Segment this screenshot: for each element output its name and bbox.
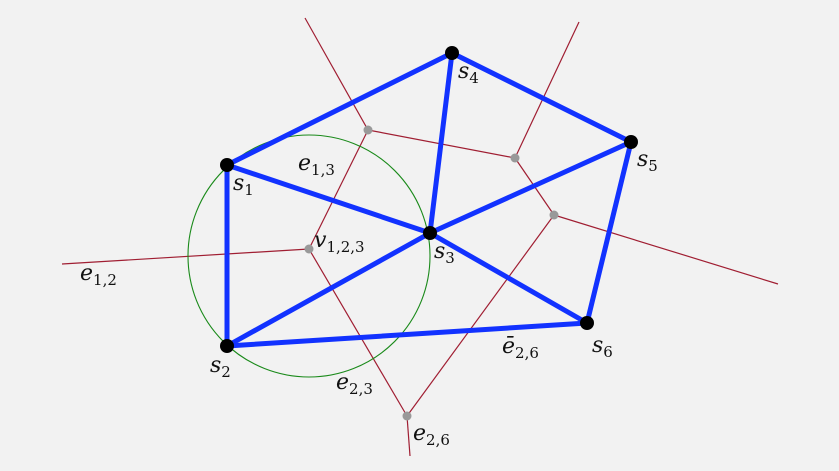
site-s4 bbox=[445, 46, 459, 60]
circumcircle bbox=[187, 134, 431, 378]
vertex-label-v123: v1,2,3 bbox=[314, 228, 365, 256]
voronoi-edge-e36 bbox=[406, 214, 555, 417]
edge-label-e13: e1,3 bbox=[298, 151, 335, 179]
voronoi-vertex-v236 bbox=[402, 411, 412, 421]
delaunay-edge-s3-s4 bbox=[427, 50, 455, 236]
circumcircle-group bbox=[187, 134, 431, 378]
delaunay-edge-s1-s4 bbox=[224, 50, 455, 168]
delaunay-edge-s3-s6 bbox=[427, 230, 590, 326]
site-s1 bbox=[220, 158, 234, 172]
voronoi-vertex-v356 bbox=[549, 210, 559, 220]
voronoi-edge-e26 bbox=[406, 415, 411, 457]
site-label-s4: s4 bbox=[458, 59, 479, 87]
delaunay-edge-s5-s6 bbox=[584, 139, 634, 326]
voronoi-edge-e45 bbox=[514, 21, 580, 159]
edge-label-e23: e2,3 bbox=[336, 370, 373, 398]
site-label-s5: s5 bbox=[637, 147, 658, 175]
voronoi-edge-e13 bbox=[308, 129, 369, 250]
delaunay-edge-s4-s5 bbox=[449, 50, 634, 145]
delaunay-edge-s2-s6 bbox=[224, 320, 590, 349]
voronoi-vertex-v134 bbox=[363, 125, 373, 135]
site-label-s6: s6 bbox=[592, 333, 613, 361]
site-label-s1: s1 bbox=[233, 171, 254, 199]
sites bbox=[220, 46, 638, 353]
site-label-s3: s3 bbox=[434, 239, 455, 267]
site-s2 bbox=[220, 339, 234, 353]
site-s6 bbox=[580, 316, 594, 330]
delaunay-edge-s3-s5 bbox=[427, 139, 634, 236]
edge-label-e12: e1,2 bbox=[80, 261, 117, 289]
voronoi-edge-e12 bbox=[61, 248, 310, 265]
delaunay-edges bbox=[224, 50, 634, 349]
voronoi-edge-e23 bbox=[308, 248, 408, 417]
labels: s1 s2 s3 s4 s5 s6 e1,2 e1,3 e2,3 e2,6 ē2,6 v1,2,3 bbox=[80, 59, 658, 449]
site-s3 bbox=[423, 226, 437, 240]
site-s5 bbox=[624, 135, 638, 149]
delaunay-edge-s2-s3 bbox=[224, 230, 433, 349]
voronoi-edge-e56 bbox=[553, 214, 779, 285]
voronoi-edge-e14 bbox=[304, 17, 369, 131]
voronoi-vertices bbox=[304, 125, 559, 421]
edge-label-ebar26: ē2,6 bbox=[502, 334, 539, 362]
voronoi-vertex-v123 bbox=[304, 244, 314, 254]
delaunay-edge-s1-s3 bbox=[224, 162, 433, 236]
edge-label-e26: e2,6 bbox=[413, 421, 450, 449]
site-label-s2: s2 bbox=[210, 353, 231, 381]
voronoi-vertex-v345 bbox=[510, 153, 520, 163]
